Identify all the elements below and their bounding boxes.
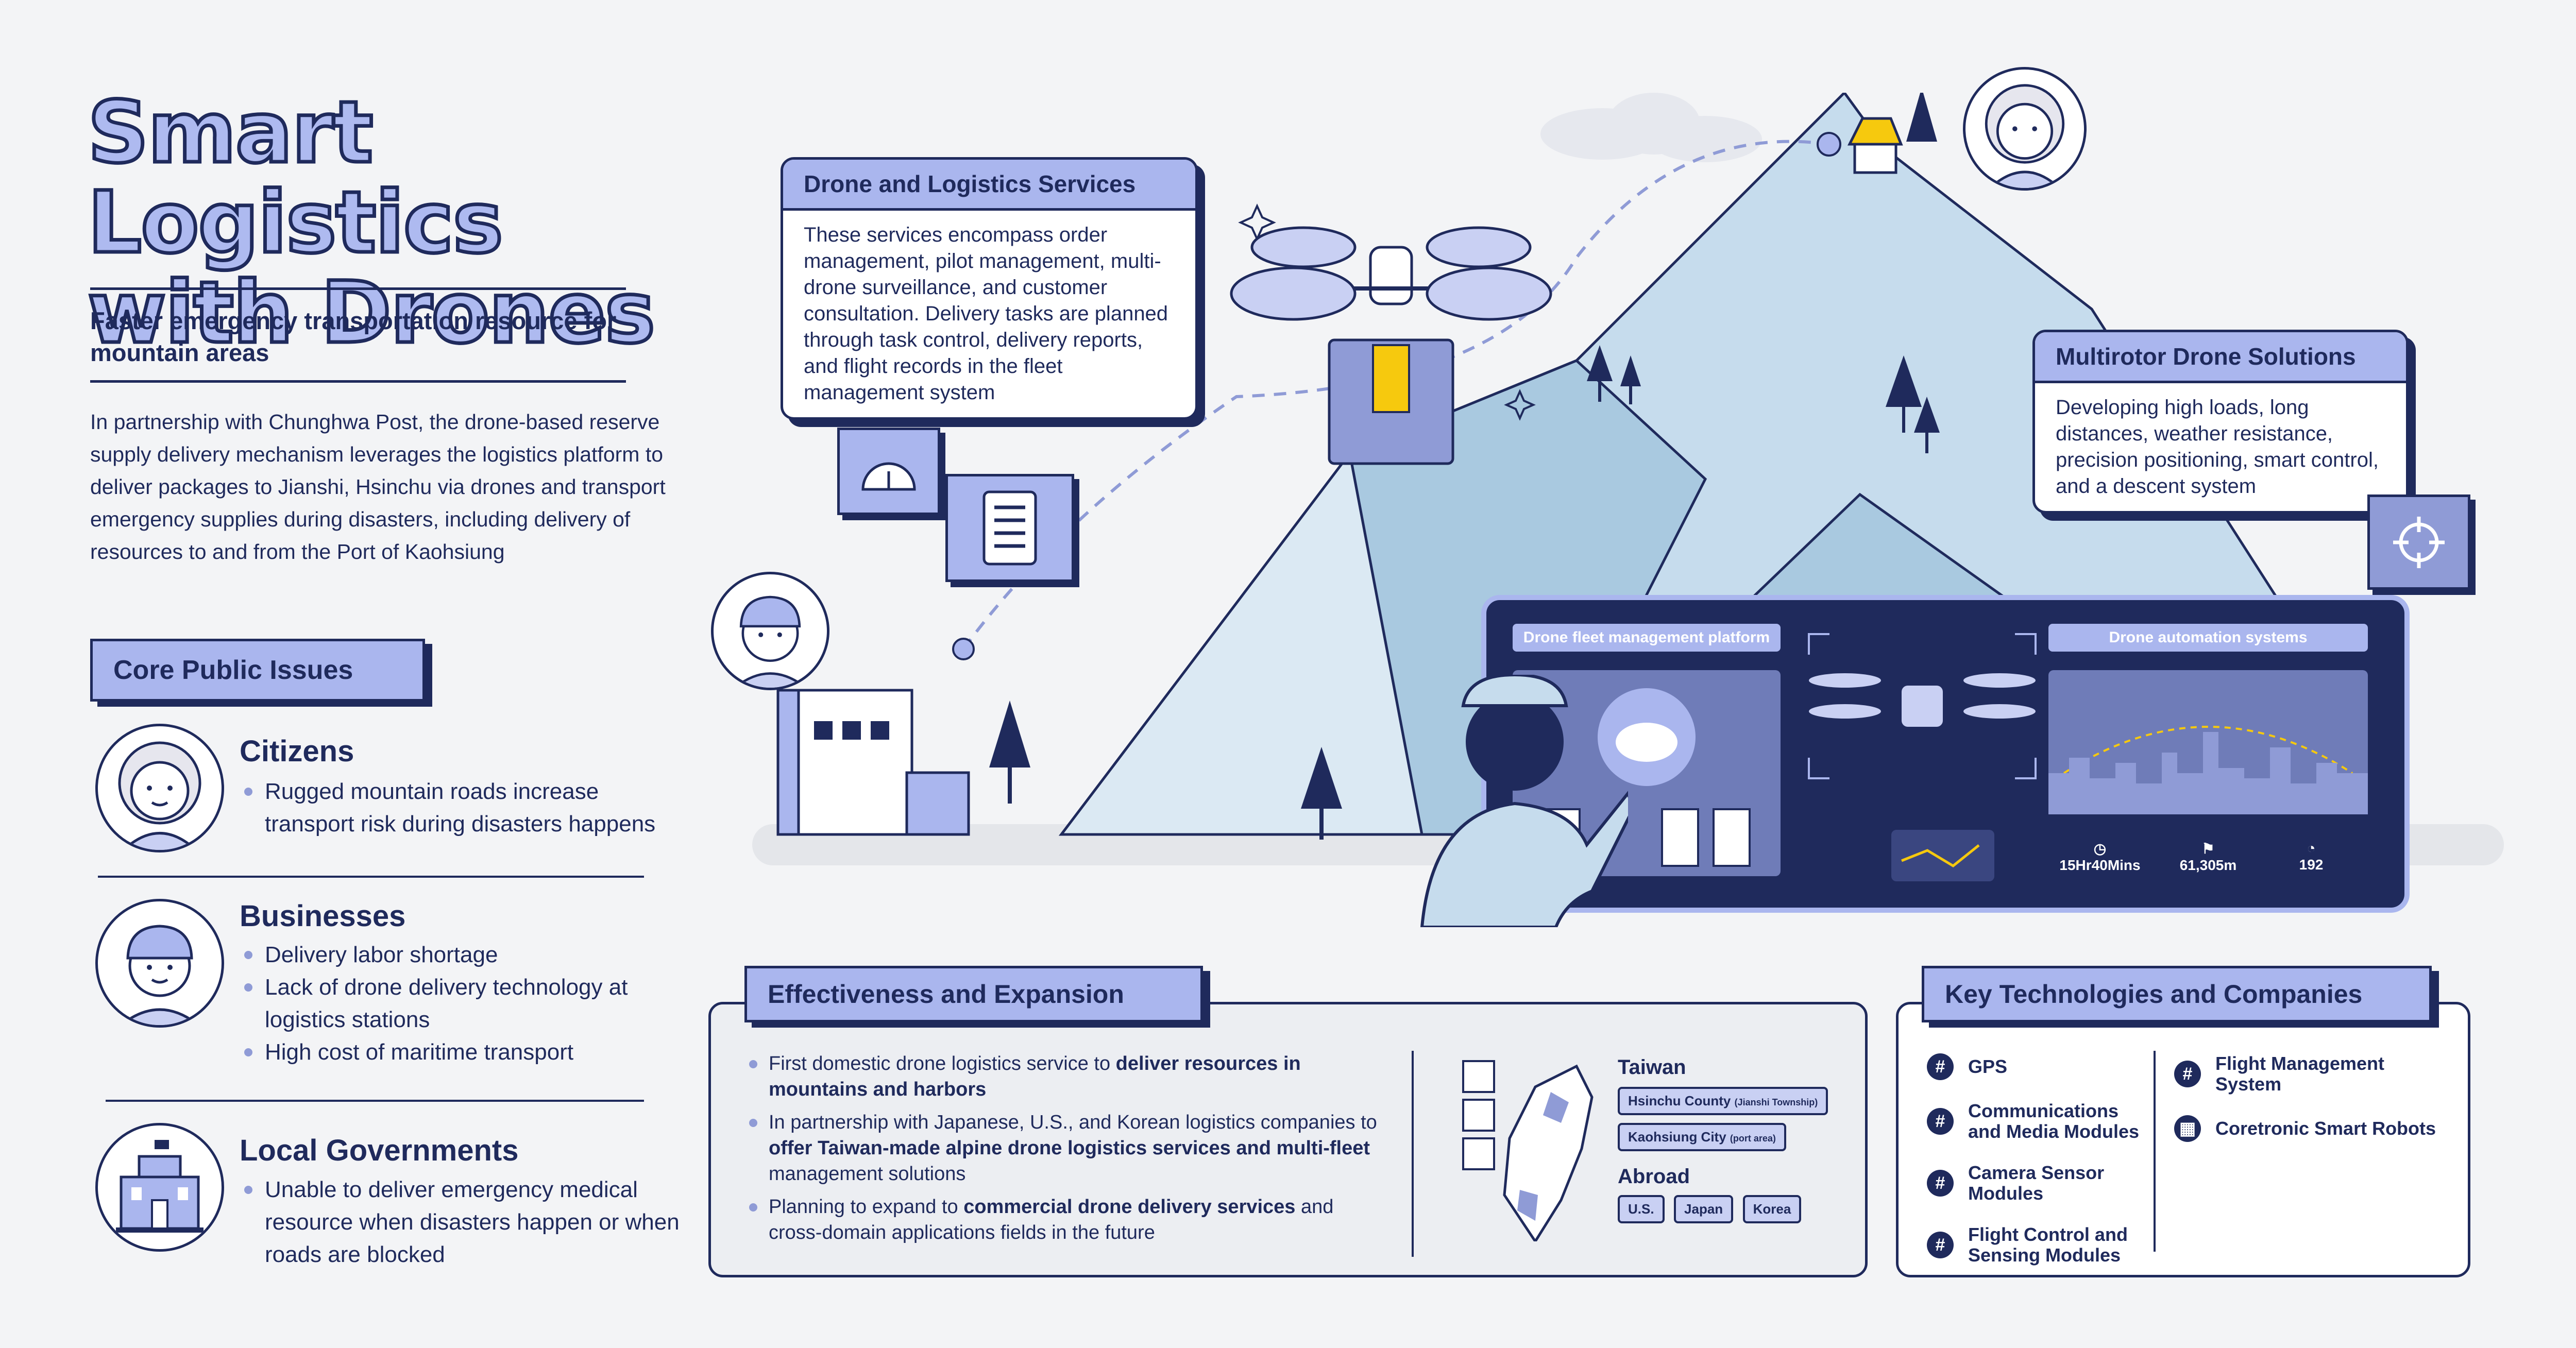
- drone-services-card: Drone and Logistics Services These servi…: [781, 157, 1198, 420]
- checklist-icon: [945, 474, 1074, 582]
- divider: [98, 876, 644, 878]
- country-pill: Japan: [1674, 1195, 1734, 1223]
- building-icon: ▦: [2174, 1115, 2201, 1142]
- count-stat: ◔ 192: [2273, 840, 2350, 873]
- title-divider: [90, 287, 626, 290]
- speedometer-icon: [837, 428, 940, 515]
- location-pill: Hsinchu County (Jianshi Township): [1618, 1087, 1828, 1115]
- citizens-list: Rugged mountain roads increase transport…: [241, 775, 689, 840]
- list-item: #GPS: [1927, 1053, 2143, 1080]
- government-building-icon: [116, 1140, 204, 1233]
- effectiveness-tag: Effectiveness and Expansion: [744, 966, 1203, 1022]
- intro-text: In partnership with Chunghwa Post, the d…: [90, 410, 666, 564]
- list-item: #Camera Sensor Modules: [1927, 1163, 2143, 1204]
- elderly-woman-avatar: [1963, 67, 2087, 191]
- taiwan-heading: Taiwan: [1618, 1056, 1686, 1079]
- city-flight-panel: [2048, 670, 2368, 814]
- card-body: These services encompass order managemen…: [804, 224, 1168, 404]
- list-item: Rugged mountain roads increase transport…: [241, 775, 689, 840]
- courier-avatar: [95, 899, 224, 1028]
- fleet-platform-label: Drone fleet management platform: [1513, 624, 1781, 652]
- elderly-woman-icon: [1985, 84, 2065, 188]
- subtitle: Faster emergency transportation resource…: [90, 307, 617, 366]
- list-item: #Communications and Media Modules: [1927, 1101, 2143, 1142]
- effectiveness-list: First domestic drone logistics service t…: [747, 1051, 1381, 1253]
- key-tech-right-list: #Flight Management System ▦Coretronic Sm…: [2174, 1053, 2452, 1163]
- governments-list: Unable to deliver emergency medical reso…: [241, 1173, 689, 1271]
- delivery-drone-icon: [1230, 226, 1552, 465]
- divider: [1412, 1051, 1414, 1257]
- list-item: #Flight Control and Sensing Modules: [1927, 1224, 2143, 1266]
- multirotor-card: Multirotor Drone Solutions Developing hi…: [2032, 330, 2409, 514]
- list-item: High cost of maritime transport: [241, 1036, 689, 1068]
- drone-schematic-panel: [1799, 624, 2046, 881]
- abroad-pills: U.S. Japan Korea: [1618, 1195, 1808, 1223]
- tree-icon: [989, 345, 1940, 840]
- quadcopter-icon: [1808, 633, 2037, 881]
- taiwan-map-icon: [1462, 1060, 1594, 1241]
- elderly-woman-icon: [118, 741, 201, 850]
- card-title: Drone and Logistics Services: [783, 160, 1195, 211]
- list-item: ▦Coretronic Smart Robots: [2174, 1115, 2452, 1142]
- flight-time-stat: ◷ 15Hr40Mins: [2056, 840, 2144, 874]
- city-skyline-icon: [2048, 726, 2368, 814]
- country-pill: U.S.: [1618, 1195, 1665, 1223]
- citizens-heading: Citizens: [240, 735, 354, 768]
- warehouse-icon: [776, 689, 970, 836]
- gauge-icon: ◔: [2307, 840, 2316, 856]
- hashtag-icon: #: [1927, 1108, 1954, 1135]
- target-crosshair-icon: [2367, 494, 2470, 590]
- list-item: In partnership with Japanese, U.S., and …: [747, 1110, 1381, 1187]
- list-item: Delivery labor shortage: [241, 939, 689, 971]
- list-item: Planning to expand to commercial drone d…: [747, 1194, 1381, 1245]
- key-tech-left-list: #GPS #Communications and Media Modules #…: [1927, 1053, 2143, 1286]
- government-building-avatar: [95, 1123, 224, 1252]
- list-item: Unable to deliver emergency medical reso…: [241, 1173, 689, 1271]
- cloud-icon: [1540, 93, 1762, 162]
- core-issues-tag: Core Public Issues: [90, 639, 425, 702]
- subtitle-divider: [90, 380, 626, 383]
- flag-icon: ⚑: [2201, 841, 2215, 857]
- card-body: Developing high loads, long distances, w…: [2056, 396, 2379, 498]
- governments-heading: Local Governments: [240, 1134, 519, 1167]
- hashtag-icon: #: [2174, 1061, 2201, 1087]
- courier-avatar: [711, 572, 829, 690]
- hashtag-icon: #: [1927, 1170, 1954, 1197]
- distance-stat: ⚑ 61,305m: [2164, 840, 2252, 874]
- businesses-list: Delivery labor shortage Lack of drone de…: [241, 939, 689, 1068]
- page-title: Smart Logistics with Drones: [86, 83, 657, 362]
- elderly-woman-avatar: [95, 724, 224, 852]
- divider: [2154, 1051, 2156, 1252]
- list-item: Lack of drone delivery technology at log…: [241, 971, 689, 1036]
- divider: [106, 1100, 644, 1102]
- card-title: Multirotor Drone Solutions: [2035, 332, 2406, 383]
- country-pill: Korea: [1742, 1195, 1802, 1223]
- automation-systems-label: Drone automation systems: [2048, 624, 2368, 652]
- clock-icon: ◷: [2093, 841, 2107, 857]
- hashtag-icon: #: [1927, 1232, 1954, 1258]
- location-pill: Kaohsiung City (port area): [1618, 1123, 1786, 1151]
- courier-icon: [734, 595, 807, 688]
- hashtag-icon: #: [1927, 1053, 1954, 1080]
- list-item: First domestic drone logistics service t…: [747, 1051, 1381, 1102]
- businesses-heading: Businesses: [240, 899, 406, 933]
- operator-figure: [1420, 675, 1628, 927]
- key-tech-tag: Key Technologies and Companies: [1922, 966, 2432, 1022]
- courier-icon: [120, 925, 199, 1025]
- abroad-heading: Abroad: [1618, 1165, 1690, 1188]
- list-item: #Flight Management System: [2174, 1053, 2452, 1095]
